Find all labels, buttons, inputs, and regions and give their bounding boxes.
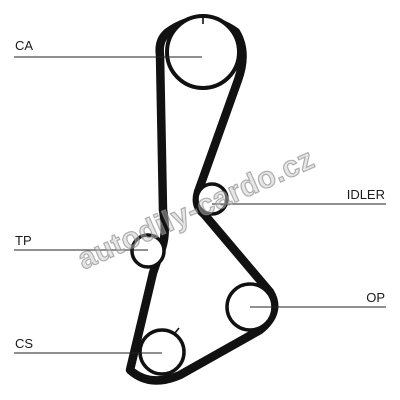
idler-label: IDLER	[347, 187, 385, 202]
op-label: OP	[366, 290, 385, 305]
timing-belt	[125, 15, 279, 385]
tp-label: TP	[15, 233, 32, 248]
cs-label: CS	[15, 336, 33, 351]
camshaft-pulley	[165, 14, 241, 90]
crankshaft-pulley	[138, 327, 186, 376]
tensioner-pulley	[130, 233, 167, 269]
watermark-text: autodily-cardo.cz	[73, 142, 320, 276]
ca-label: CA	[15, 38, 33, 53]
idler-pulley	[195, 182, 229, 216]
